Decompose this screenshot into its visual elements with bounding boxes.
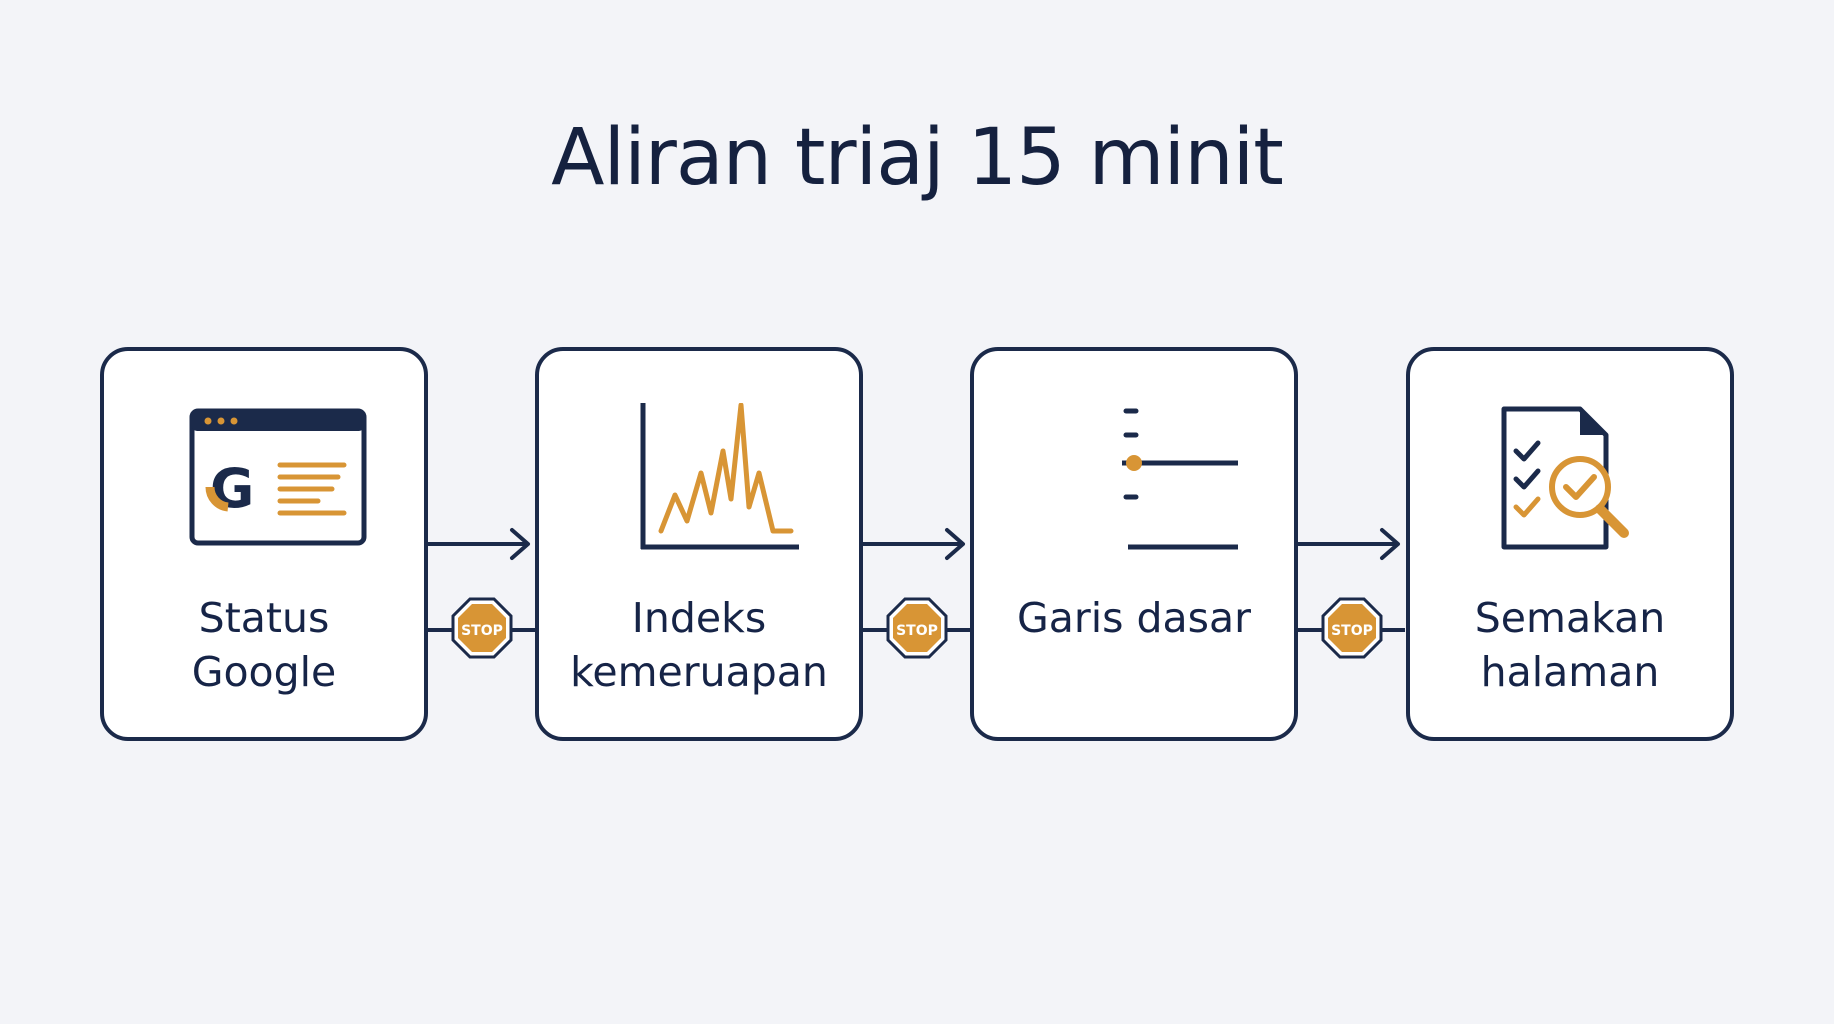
step-card-indeks-kemeruapan: Indeks kemeruapan — [535, 347, 863, 741]
google-letter: G — [210, 457, 254, 520]
svg-text:STOP: STOP — [896, 623, 938, 639]
connector-2: STOP — [863, 528, 970, 659]
volatility-chart-icon — [640, 403, 799, 550]
step-label: Garis dasar — [1016, 594, 1252, 642]
stop-badge: STOP — [886, 597, 948, 659]
step-label: Indeks kemeruapan — [570, 594, 828, 696]
page-review-magnifier-icon — [1501, 406, 1629, 550]
stop-badge: STOP — [451, 597, 513, 659]
connector-1: STOP — [428, 528, 535, 659]
step-label: Semakan halaman — [1474, 594, 1666, 696]
stop-badge: STOP — [1321, 597, 1383, 659]
page-title: Aliran triaj 15 minit — [551, 113, 1284, 203]
svg-text:STOP: STOP — [461, 623, 503, 639]
svg-text:STOP: STOP — [1331, 623, 1373, 639]
step-card-garis-dasar: Garis dasar — [970, 347, 1298, 741]
connector-3: STOP — [1298, 528, 1405, 659]
step-card-semakan-halaman: Semakan halaman — [1406, 347, 1734, 741]
google-status-window-icon: G — [189, 408, 367, 546]
step-label: Status Google — [191, 594, 337, 696]
step-card-status-google: G Status Google — [100, 347, 428, 741]
baseline-line-icon — [1122, 408, 1238, 550]
